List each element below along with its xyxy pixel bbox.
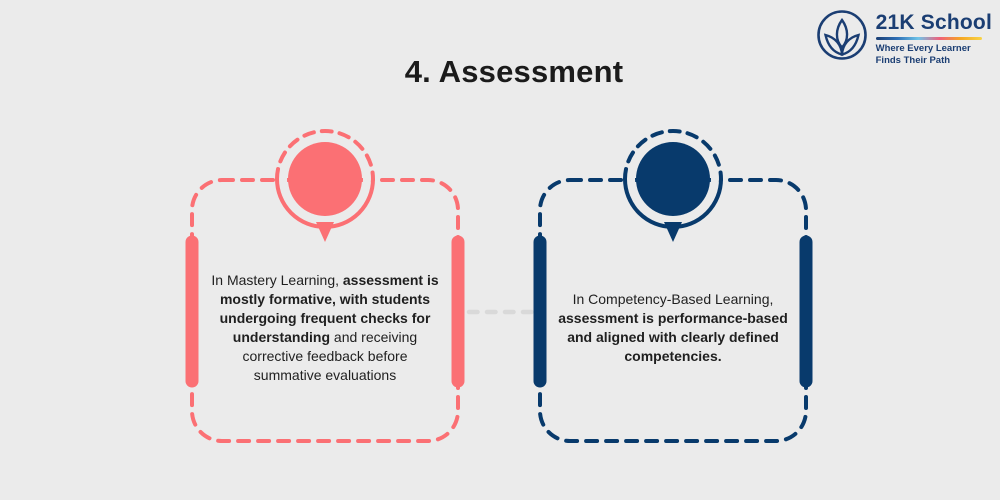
competency-learning-text: In Competency-Based Learning, assessment…: [540, 235, 806, 420]
card-mastery-frame: [185, 129, 465, 443]
competency-text-prefix: In Competency-Based Learning,: [572, 290, 774, 307]
competency-circle-marker: [636, 142, 710, 216]
page-title: 4. Assessment: [404, 54, 624, 89]
brand-tagline-line1: Where Every Learner: [875, 43, 971, 55]
mastery-circle-marker: [288, 142, 362, 216]
lotus-circle-icon: [816, 10, 867, 60]
mastery-text-prefix: In Mastery Learning,: [211, 271, 343, 288]
brand-logo: 21K School Where Every Learner Finds The…: [816, 9, 992, 66]
mastery-text-bold: assessment is mostly formative, with stu…: [219, 271, 439, 345]
brand-name: 21K School: [875, 11, 992, 34]
competency-text-bold: assessment is performance-based and alig…: [558, 309, 788, 364]
mastery-text-suffix: and receiving corrective feedback before…: [242, 328, 418, 383]
brand-tagline-line2: Finds Their Path: [875, 54, 951, 66]
card-mastery-learning: In Mastery Learning, assessment is mostl…: [177, 125, 473, 455]
mastery-learning-text: In Mastery Learning, assessment is mostl…: [192, 235, 458, 420]
card-competency-based-learning: In Competency-Based Learning, assessment…: [525, 125, 821, 455]
card-competency-frame: [533, 129, 813, 443]
connector-dashed-line: [466, 309, 538, 315]
brand-gradient-rule: [875, 37, 982, 41]
